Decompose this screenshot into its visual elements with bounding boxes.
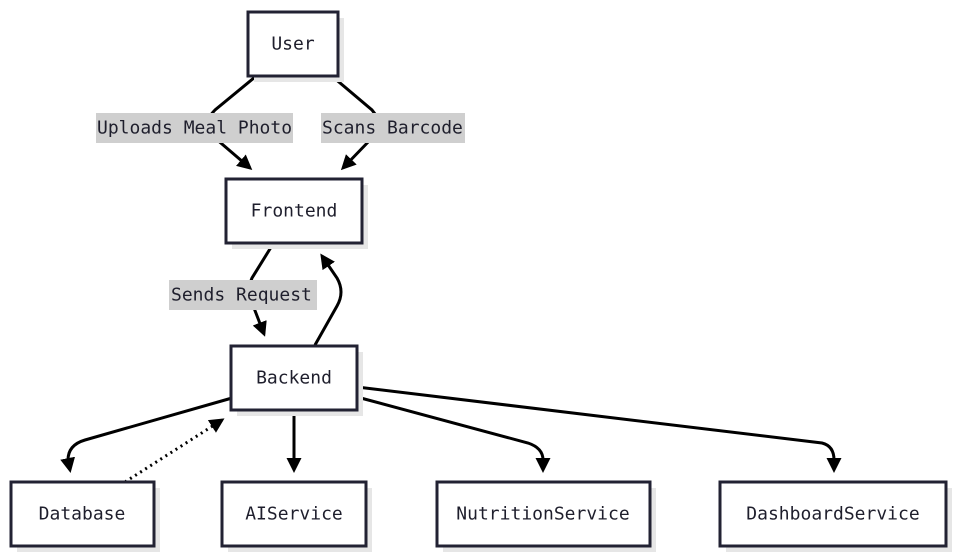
node-user: User xyxy=(246,10,344,82)
node-label: Database xyxy=(39,504,126,525)
node-label: User xyxy=(271,34,315,55)
edge-label-text: Sends Request xyxy=(171,285,312,306)
edge-database-to-backend xyxy=(124,418,225,484)
node-label: NutritionService xyxy=(456,504,629,525)
edge-backend-to-nutritionservice xyxy=(356,395,551,473)
node-box xyxy=(435,480,652,548)
edge-label-sends-request: Sends Request xyxy=(169,280,317,310)
node-box xyxy=(224,177,364,245)
node-label: Frontend xyxy=(251,201,338,222)
edge-backend-to-dashboardservice xyxy=(356,385,842,473)
node-aiservice: AIService xyxy=(220,480,372,552)
edge-label-uploads-meal-photo: Uploads Meal Photo xyxy=(96,113,293,143)
node-box xyxy=(229,344,359,412)
node-box xyxy=(220,480,368,548)
edges xyxy=(60,75,842,484)
node-box xyxy=(9,480,156,548)
edge-label-text: Scans Barcode xyxy=(322,118,463,139)
node-database: Database xyxy=(9,480,160,552)
node-dashboardservice: DashboardService xyxy=(718,480,952,552)
node-box xyxy=(718,480,948,548)
edge-label-background xyxy=(169,280,317,310)
node-label: Backend xyxy=(256,368,332,389)
node-label: AIService xyxy=(245,504,343,525)
edge-backend-to-database xyxy=(60,396,233,473)
node-nutritionservice: NutritionService xyxy=(435,480,656,552)
node-label: DashboardService xyxy=(746,504,919,525)
edge-label-scans-barcode: Scans Barcode xyxy=(321,113,465,143)
edge-label-text: Uploads Meal Photo xyxy=(97,118,292,139)
node-box xyxy=(246,10,340,78)
edge-label-background xyxy=(321,113,465,143)
node-backend: Backend xyxy=(229,344,363,416)
node-frontend: Frontend xyxy=(224,177,368,249)
edge-backend-to-frontend xyxy=(313,253,343,346)
edge-labels: Uploads Meal Photo Scans Barcode Sends R… xyxy=(96,113,465,310)
edge-label-background xyxy=(96,113,293,143)
